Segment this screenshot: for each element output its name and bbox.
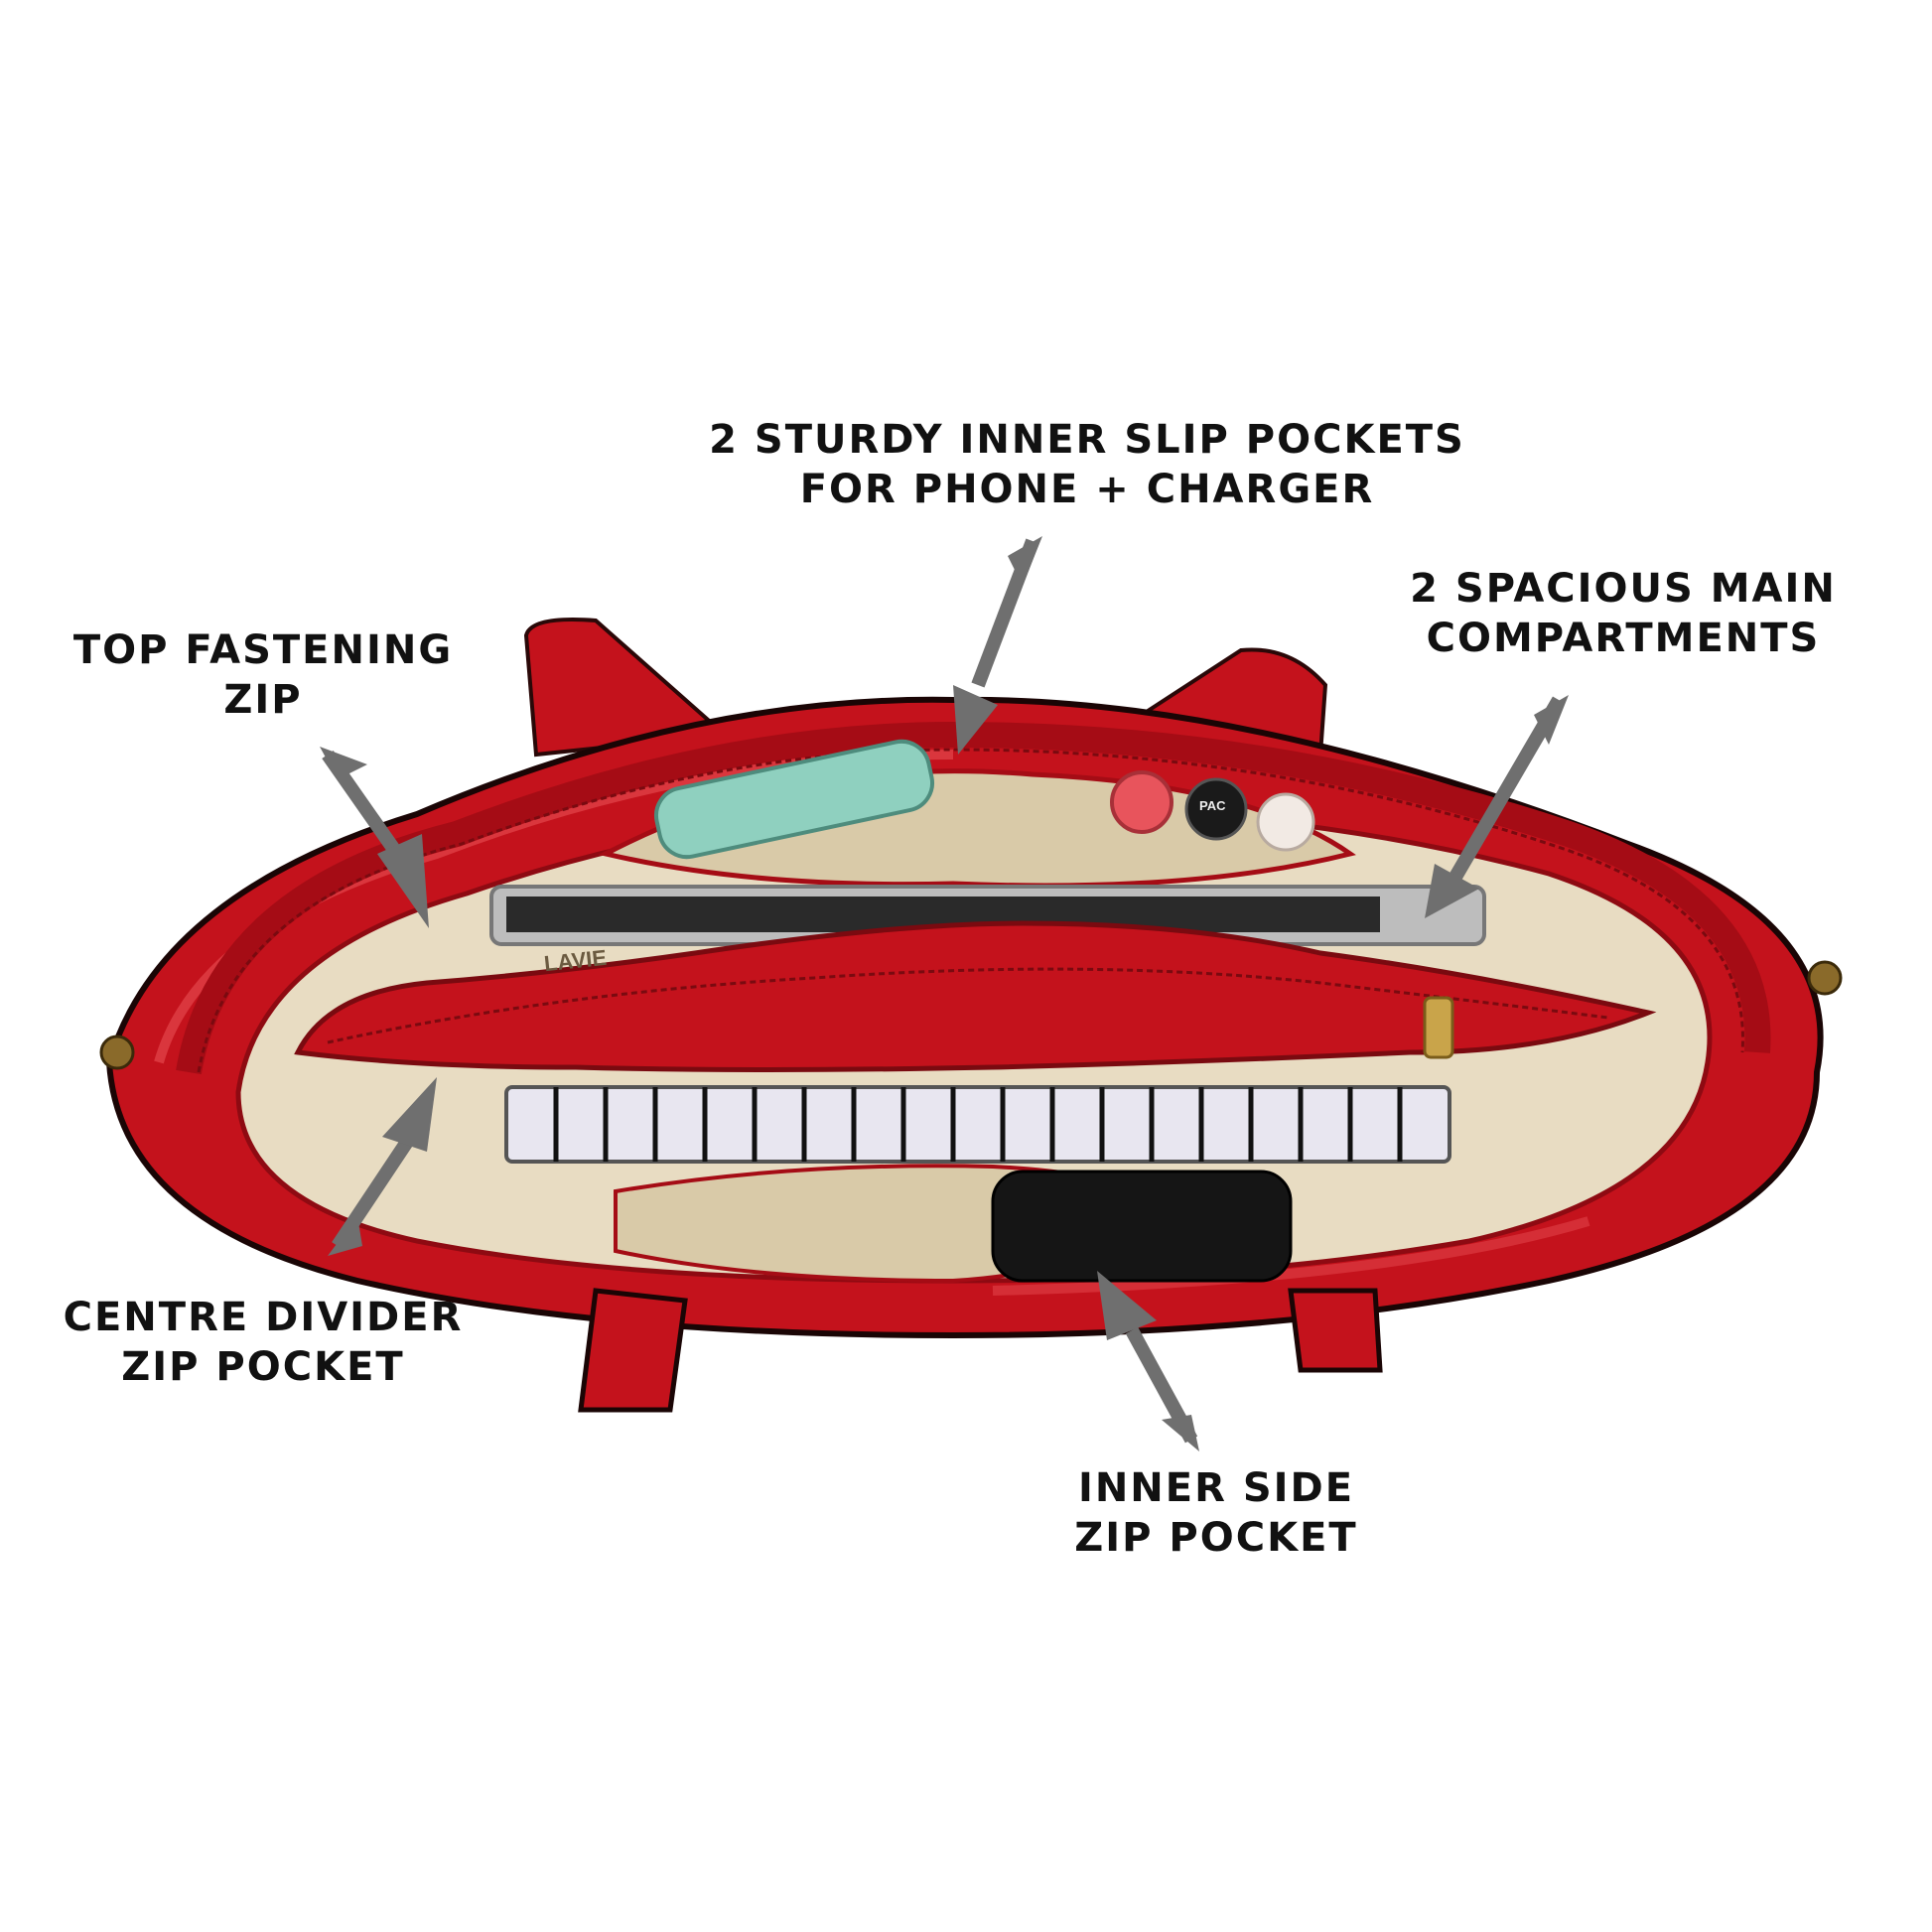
label-main-compartments: 2 SPACIOUS MAIN COMPARTMENTS [1400,564,1847,663]
right-rivet [1807,960,1843,996]
label-top-zip: TOP FASTENING ZIP [60,625,467,725]
front-left-handle [578,1288,688,1413]
label-inner-side-line1: INNER SIDE [1077,1465,1355,1511]
lipstick-white [1256,792,1315,852]
label-top-zip-line1: TOP FASTENING [72,627,454,673]
black-pouch [991,1170,1293,1283]
lipstick-brand: PAC [1199,798,1226,813]
lipstick-black [1184,777,1248,841]
back-right-handle [1136,647,1328,758]
back-left-handle [523,618,730,758]
label-slip-pockets: 2 STURDY INNER SLIP POCKETS FOR PHONE + … [695,415,1479,514]
label-centre-divider: CENTRE DIVIDER ZIP POCKET [50,1293,477,1392]
lipstick-pink [1110,770,1173,834]
notebook [504,1085,1451,1164]
label-inner-side-line2: ZIP POCKET [1074,1515,1358,1561]
arrow-centre-divider [328,1077,437,1256]
label-top-zip-line2: ZIP [223,677,303,723]
arrow-inner-side [1097,1271,1199,1451]
label-main-compartments-line1: 2 SPACIOUS MAIN [1410,566,1837,612]
label-slip-pockets-line2: FOR PHONE + CHARGER [799,467,1375,512]
phone [653,739,935,860]
label-inner-side: INNER SIDE ZIP POCKET [1052,1463,1380,1563]
front-right-handle [1288,1288,1383,1373]
top-zip-band [176,721,1771,1075]
zip-pull [1423,996,1454,1059]
arrow-main-compartments [1425,695,1569,918]
centre-divider [294,920,1657,1072]
label-slip-pockets-line1: 2 STURDY INNER SLIP POCKETS [709,417,1465,463]
label-centre-divider-line2: ZIP POCKET [121,1344,405,1390]
arrow-top-zip [320,747,429,928]
arrow-slip-pockets [953,536,1042,755]
label-centre-divider-line1: CENTRE DIVIDER [63,1295,464,1340]
left-rivet [99,1035,135,1070]
label-main-compartments-line2: COMPARTMENTS [1426,616,1821,661]
